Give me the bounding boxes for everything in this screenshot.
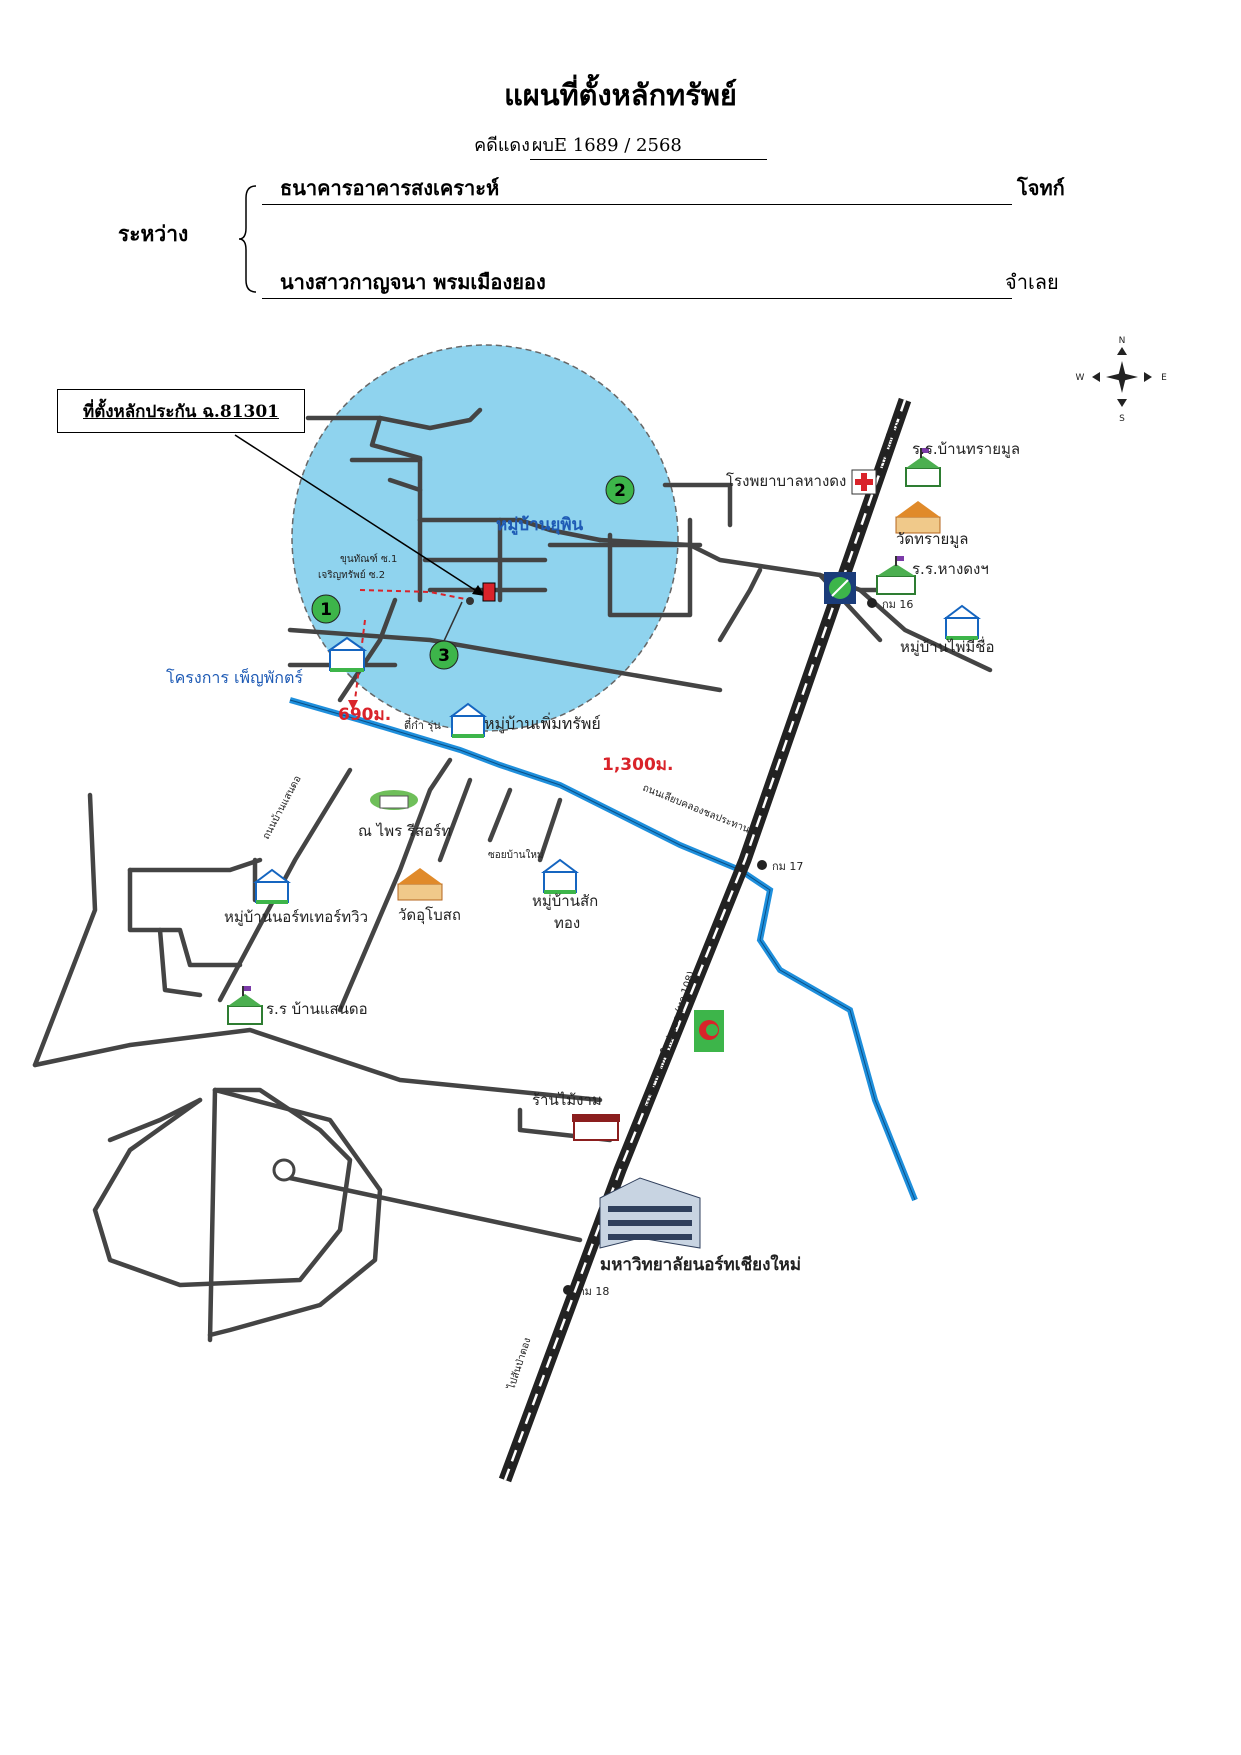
compass-e: E	[1161, 373, 1167, 383]
plaintiff-role: โจทก์	[1017, 176, 1065, 200]
defendant-name: นางสาวกาญจนา พรมเมืองยอง	[262, 266, 1012, 299]
label-school-saimun: ร.ร.บ้านทรายมูล	[912, 440, 1020, 458]
label-km18: กม 18	[578, 1285, 609, 1298]
label-soi-1: ขุนทัณฑ์ ซ.1	[340, 553, 397, 565]
village-permsap-icon	[449, 702, 487, 738]
marker-3-label: 3	[438, 646, 450, 666]
resort-icon	[370, 790, 418, 810]
label-road-sandok: ถนนบ้านแสนดอ	[260, 774, 304, 842]
compass-rose-icon: N S E W	[1076, 336, 1168, 424]
shop-icon	[572, 1114, 620, 1141]
label-school-hangdong: ร.ร.หางดงฯ	[912, 560, 989, 578]
label-village-yuphin: หมู่บ้านยุพิน	[496, 515, 584, 536]
pointer-line	[234, 434, 479, 593]
collateral-marker	[482, 582, 496, 602]
km-post-icons	[563, 598, 877, 1295]
school-hangdong-icon	[876, 556, 916, 595]
temple-saimun-icon	[895, 501, 941, 534]
compass-s: S	[1119, 414, 1125, 424]
village-phinmaisue-icon	[943, 604, 981, 640]
village-saktong-icon	[541, 858, 579, 894]
label-distance-1300: 1,300ม.	[602, 755, 673, 775]
label-distance-690: 690ม.	[338, 705, 391, 725]
case-line: คดีแดงผบE 1689 / 2568	[0, 130, 1241, 160]
roundabout-icon	[272, 1158, 296, 1182]
village-north-hill-icon	[253, 868, 291, 904]
hospital-icon	[851, 469, 877, 495]
label-village-phinmaisue: หมู่บ้านไพ่มีชื่อ	[900, 636, 994, 656]
label-village-permsap: หมู่บ้านเพิ่มทรัพย์	[484, 712, 601, 734]
collateral-location-label: ที่ตั้งหลักประกัน ฉ.81301	[83, 401, 279, 422]
document-title: แผนที่ตั้งหลักทรัพย์	[504, 78, 737, 112]
label-resort: ณ ไพร รีสอร์ท	[358, 822, 451, 840]
label-main-highway: ถนนสายเชียงใหม่-ฮอด (ทล.108)	[641, 970, 697, 1111]
plaintiff-name: ธนาคารอาคารสงเคราะห์	[262, 172, 1012, 205]
temple-ubosot-icon	[397, 868, 443, 901]
between-label: ระหว่าง	[118, 221, 189, 246]
distance-route-1300	[354, 708, 741, 847]
label-wat-saimun: วัดทรายมูล	[896, 530, 968, 548]
university-building-icon	[599, 1177, 701, 1249]
label-village-saktong-2: ทอง	[554, 914, 580, 932]
village-phen-icon	[326, 636, 368, 672]
marker-1-label: 1	[320, 600, 332, 620]
label-school-sandok: ร.ร บ้านแสนดอ	[266, 1000, 368, 1018]
label-km17: กม 17	[772, 860, 803, 873]
label-to-sanpatong: ไปสันป่าตอง	[505, 1336, 533, 1392]
label-village-saktong-1: หมู่บ้านสัก	[532, 892, 598, 910]
compass-w: W	[1076, 373, 1085, 383]
label-shop: ร้านไม้งาม	[532, 1091, 602, 1109]
map-icons	[227, 448, 981, 1295]
marker-1	[311, 594, 341, 624]
store-logo-icon	[694, 1010, 724, 1052]
defendant-role: จำเลย	[1005, 270, 1059, 294]
brace-icon	[238, 185, 257, 293]
label-village-north-hill: หมู่บ้านนอร์ทเทอร์ทวิว	[224, 908, 368, 926]
label-university: มหาวิทยาลัยนอร์ทเชียงใหม่	[600, 1254, 801, 1275]
label-canal-road: ถนนเลียบคลองชลประทาน	[641, 782, 752, 836]
case-label: คดีแดง	[474, 135, 530, 156]
road-network	[32, 407, 993, 1343]
bank-logo-icon	[824, 572, 856, 604]
label-project-phen: โครงการ เพ็ญพักตร์	[166, 667, 303, 687]
label-to-chiangmai: ไปเชียงใหม่	[875, 419, 902, 472]
compass-n: N	[1119, 336, 1126, 346]
case-number: ผบE 1689 / 2568	[529, 130, 767, 160]
label-km16: กม 16	[882, 598, 913, 611]
school-sandok-icon	[227, 986, 263, 1025]
marker-2	[605, 475, 635, 505]
label-hospital: โรงพยาบาลหางดง	[726, 472, 846, 490]
school-saimun-icon	[905, 448, 941, 487]
label-soi-banmai: ซอยบ้านใหม่	[488, 849, 544, 861]
label-chan: ตี๋ก๋า รุ่น	[404, 716, 441, 732]
marker-2-label: 2	[614, 481, 626, 501]
label-wat-ubosot: วัดอุโบสถ	[398, 906, 461, 925]
label-soi-2: เจริญทรัพย์ ซ.2	[318, 569, 385, 581]
collateral-location-box: ที่ตั้งหลักประกัน ฉ.81301	[57, 389, 305, 433]
